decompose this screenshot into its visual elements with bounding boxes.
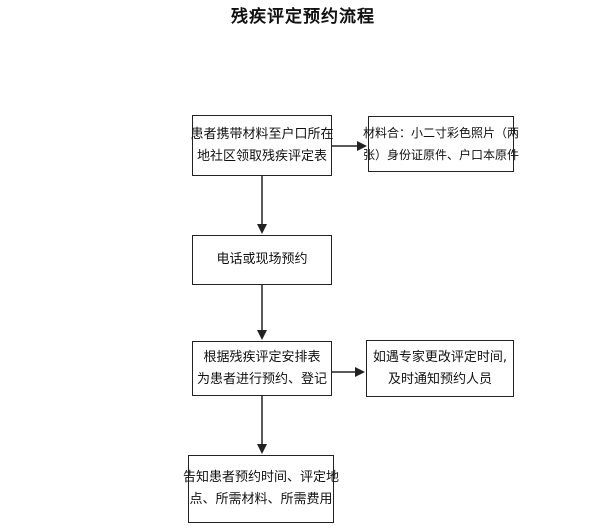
step-notify-patient: 告知患者预约时间、评定地 点、所需材料、所需费用 xyxy=(183,455,339,523)
step-schedule-register-line-1: 根据残疾评定安排表 xyxy=(203,349,321,365)
step-book-appointment: 电话或现场预约 xyxy=(192,235,332,285)
step-collect-form: 患者携带材料至户口所在 地社区领取残疾评定表 xyxy=(190,115,334,176)
note-expert-change: 如遇专家更改评定时间, 及时通知预约人员 xyxy=(366,340,514,397)
step-notify-patient-line-2: 点、所需材料、所需费用 xyxy=(189,492,333,507)
note-required-materials-line-1: 材料合：小二寸彩色照片（两 xyxy=(363,126,520,140)
step-notify-patient-line-1: 告知患者预约时间、评定地 xyxy=(183,470,340,485)
note-expert-change-line-1: 如遇专家更改评定时间, xyxy=(372,349,508,365)
step-schedule-register-line-2: 为患者进行预约、登记 xyxy=(196,371,327,387)
note-required-materials: 材料合：小二寸彩色照片（两 张）身份证原件、户口本原件 xyxy=(363,116,519,172)
step-schedule-register: 根据残疾评定安排表 为患者进行预约、登记 xyxy=(192,341,332,396)
note-required-materials-line-2: 张）身份证原件、户口本原件 xyxy=(363,148,520,162)
note-expert-change-line-2: 及时通知预约人员 xyxy=(387,371,492,387)
page-title: 残疾评定预约流程 xyxy=(231,7,375,27)
step-collect-form-line-1: 患者携带材料至户口所在 xyxy=(190,126,334,142)
step-book-appointment-line-1: 电话或现场预约 xyxy=(216,252,308,267)
step-collect-form-line-2: 地社区领取残疾评定表 xyxy=(196,148,327,164)
